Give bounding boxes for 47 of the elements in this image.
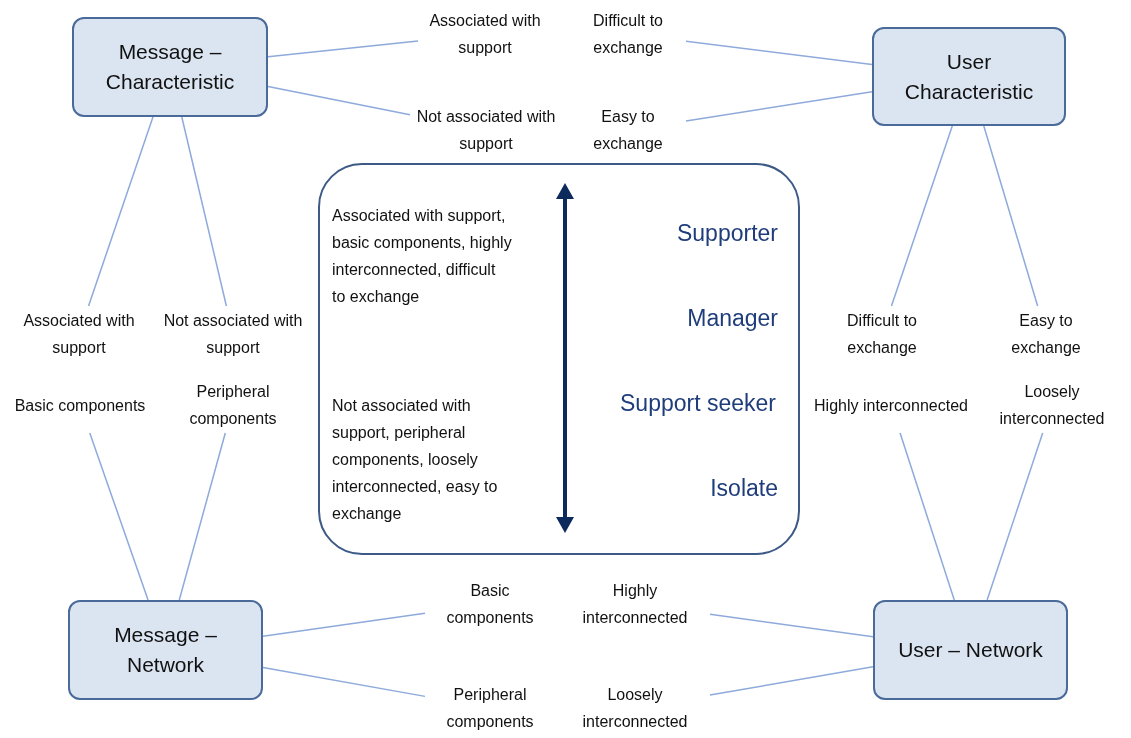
label-text: Peripheral components	[188, 382, 278, 429]
connector-line	[262, 666, 426, 698]
role-label: Support seeker	[620, 390, 776, 417]
box-title: User – Network	[898, 637, 1043, 663]
box-title: User Characteristic	[903, 48, 1035, 105]
label-text: Difficult to exchange	[592, 11, 664, 58]
connector-line	[685, 40, 873, 66]
label-text: Highly interconnected	[814, 395, 968, 416]
connector-line	[685, 90, 873, 122]
label-text: Not associated with support	[162, 311, 304, 358]
connector-line	[986, 432, 1044, 601]
connector-line	[181, 116, 228, 307]
box-title: Message – Characteristic	[104, 39, 236, 95]
description-text: Not associated with support, peripheral components, loosely interconnected, easy to exchange	[332, 396, 499, 524]
label-text: Not associated with support	[415, 107, 557, 154]
label-text: Easy to exchange	[1010, 311, 1082, 358]
label-text: Loosely interconnected	[581, 685, 689, 732]
label-text: Easy to exchange	[592, 107, 664, 154]
label-text: Difficult to exchange	[846, 311, 918, 358]
role-label: Supporter	[677, 220, 778, 247]
label-text: Associated with support	[428, 11, 542, 58]
description-text: Associated with support, basic components, highly interconnected, difficult to exchange	[332, 206, 512, 307]
label-text: Loosely interconnected	[998, 382, 1106, 429]
connector-line	[89, 432, 149, 601]
category-box	[72, 17, 268, 117]
category-box	[873, 600, 1068, 700]
role-label: Manager	[687, 305, 778, 332]
label-text: Associated with support	[22, 311, 136, 358]
connector-line	[899, 432, 956, 601]
label-text: Highly interconnected	[581, 581, 689, 628]
connector-line	[262, 612, 426, 637]
category-box	[872, 27, 1066, 126]
connector-line	[983, 125, 1039, 307]
connector-line	[178, 432, 227, 601]
label-text: Basic components	[14, 395, 146, 416]
role-panel	[318, 163, 800, 555]
box-title: Message – Network	[113, 622, 218, 678]
connector-line	[890, 125, 954, 307]
label-text: Peripheral components	[445, 685, 535, 732]
label-text: Basic components	[445, 581, 535, 628]
connector-line	[267, 85, 411, 116]
category-box	[68, 600, 263, 700]
connector-line	[87, 116, 154, 307]
connector-line	[709, 613, 874, 638]
role-label: Isolate	[710, 475, 778, 502]
connector-line	[709, 666, 874, 696]
connector-line	[267, 40, 419, 58]
